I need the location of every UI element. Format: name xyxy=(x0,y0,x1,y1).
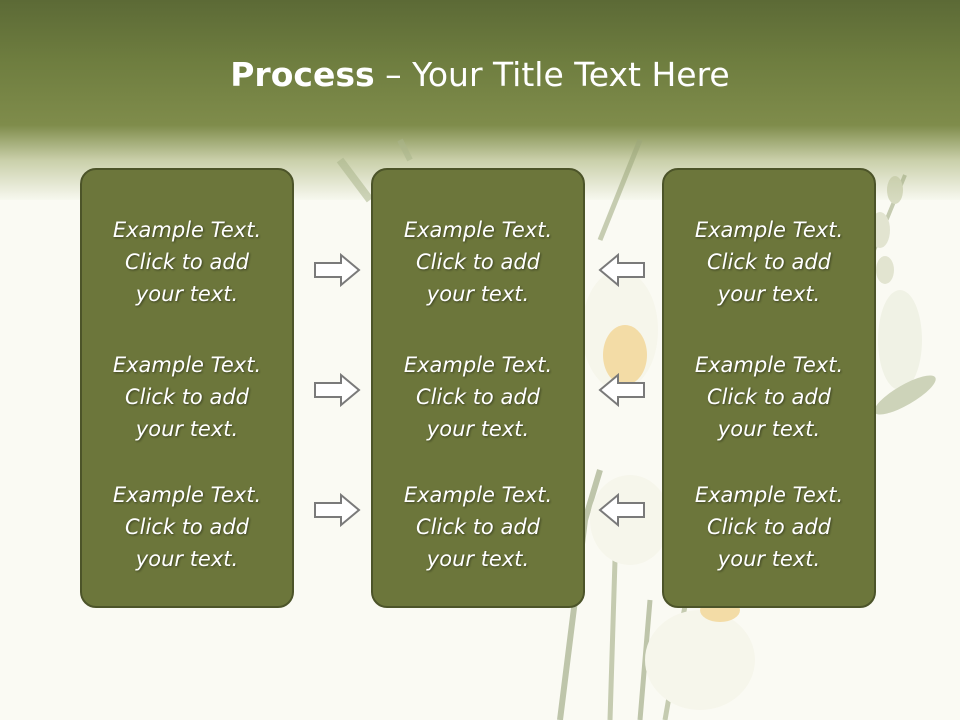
text-line: Click to add xyxy=(415,515,540,539)
text-line: Click to add xyxy=(415,250,540,274)
text-line: Click to add xyxy=(706,385,831,409)
text-line: Example Text. xyxy=(112,353,262,377)
text-line: Example Text. xyxy=(403,218,553,242)
text-block[interactable]: Example Text. Click to add your text. xyxy=(664,349,874,445)
arrow-right-icon xyxy=(314,373,361,407)
text-block[interactable]: Example Text. Click to add your text. xyxy=(373,479,583,575)
text-line: your text. xyxy=(426,547,530,571)
arrow-left-icon xyxy=(598,493,645,527)
title-rest: – Your Title Text Here xyxy=(374,55,730,94)
text-line: Click to add xyxy=(124,515,249,539)
text-block[interactable]: Example Text. Click to add your text. xyxy=(82,479,292,575)
text-line: Example Text. xyxy=(112,218,262,242)
text-line: Click to add xyxy=(124,250,249,274)
text-line: Example Text. xyxy=(694,483,844,507)
text-block[interactable]: Example Text. Click to add your text. xyxy=(664,214,874,310)
text-line: Example Text. xyxy=(403,483,553,507)
arrow-right-icon xyxy=(314,493,361,527)
text-line: your text. xyxy=(426,417,530,441)
text-line: your text. xyxy=(717,417,821,441)
text-line: your text. xyxy=(426,282,530,306)
text-line: your text. xyxy=(717,282,821,306)
text-line: your text. xyxy=(135,547,239,571)
text-line: Click to add xyxy=(706,515,831,539)
text-line: your text. xyxy=(135,282,239,306)
text-line: your text. xyxy=(135,417,239,441)
slide-title: Process – Your Title Text Here xyxy=(0,52,960,98)
text-line: Click to add xyxy=(415,385,540,409)
title-bold: Process xyxy=(230,55,375,94)
arrow-left-icon xyxy=(598,373,645,407)
text-line: your text. xyxy=(717,547,821,571)
text-line: Example Text. xyxy=(694,353,844,377)
text-line: Example Text. xyxy=(403,353,553,377)
arrow-left-icon xyxy=(598,253,645,287)
header-band xyxy=(0,0,960,200)
text-block[interactable]: Example Text. Click to add your text. xyxy=(82,349,292,445)
text-block[interactable]: Example Text. Click to add your text. xyxy=(664,479,874,575)
text-block[interactable]: Example Text. Click to add your text. xyxy=(373,349,583,445)
column-right[interactable]: Example Text. Click to add your text. Ex… xyxy=(662,168,876,608)
text-line: Click to add xyxy=(124,385,249,409)
text-block[interactable]: Example Text. Click to add your text. xyxy=(82,214,292,310)
text-line: Example Text. xyxy=(112,483,262,507)
text-line: Click to add xyxy=(706,250,831,274)
column-middle[interactable]: Example Text. Click to add your text. Ex… xyxy=(371,168,585,608)
arrow-right-icon xyxy=(314,253,361,287)
column-left[interactable]: Example Text. Click to add your text. Ex… xyxy=(80,168,294,608)
text-line: Example Text. xyxy=(694,218,844,242)
text-block[interactable]: Example Text. Click to add your text. xyxy=(373,214,583,310)
